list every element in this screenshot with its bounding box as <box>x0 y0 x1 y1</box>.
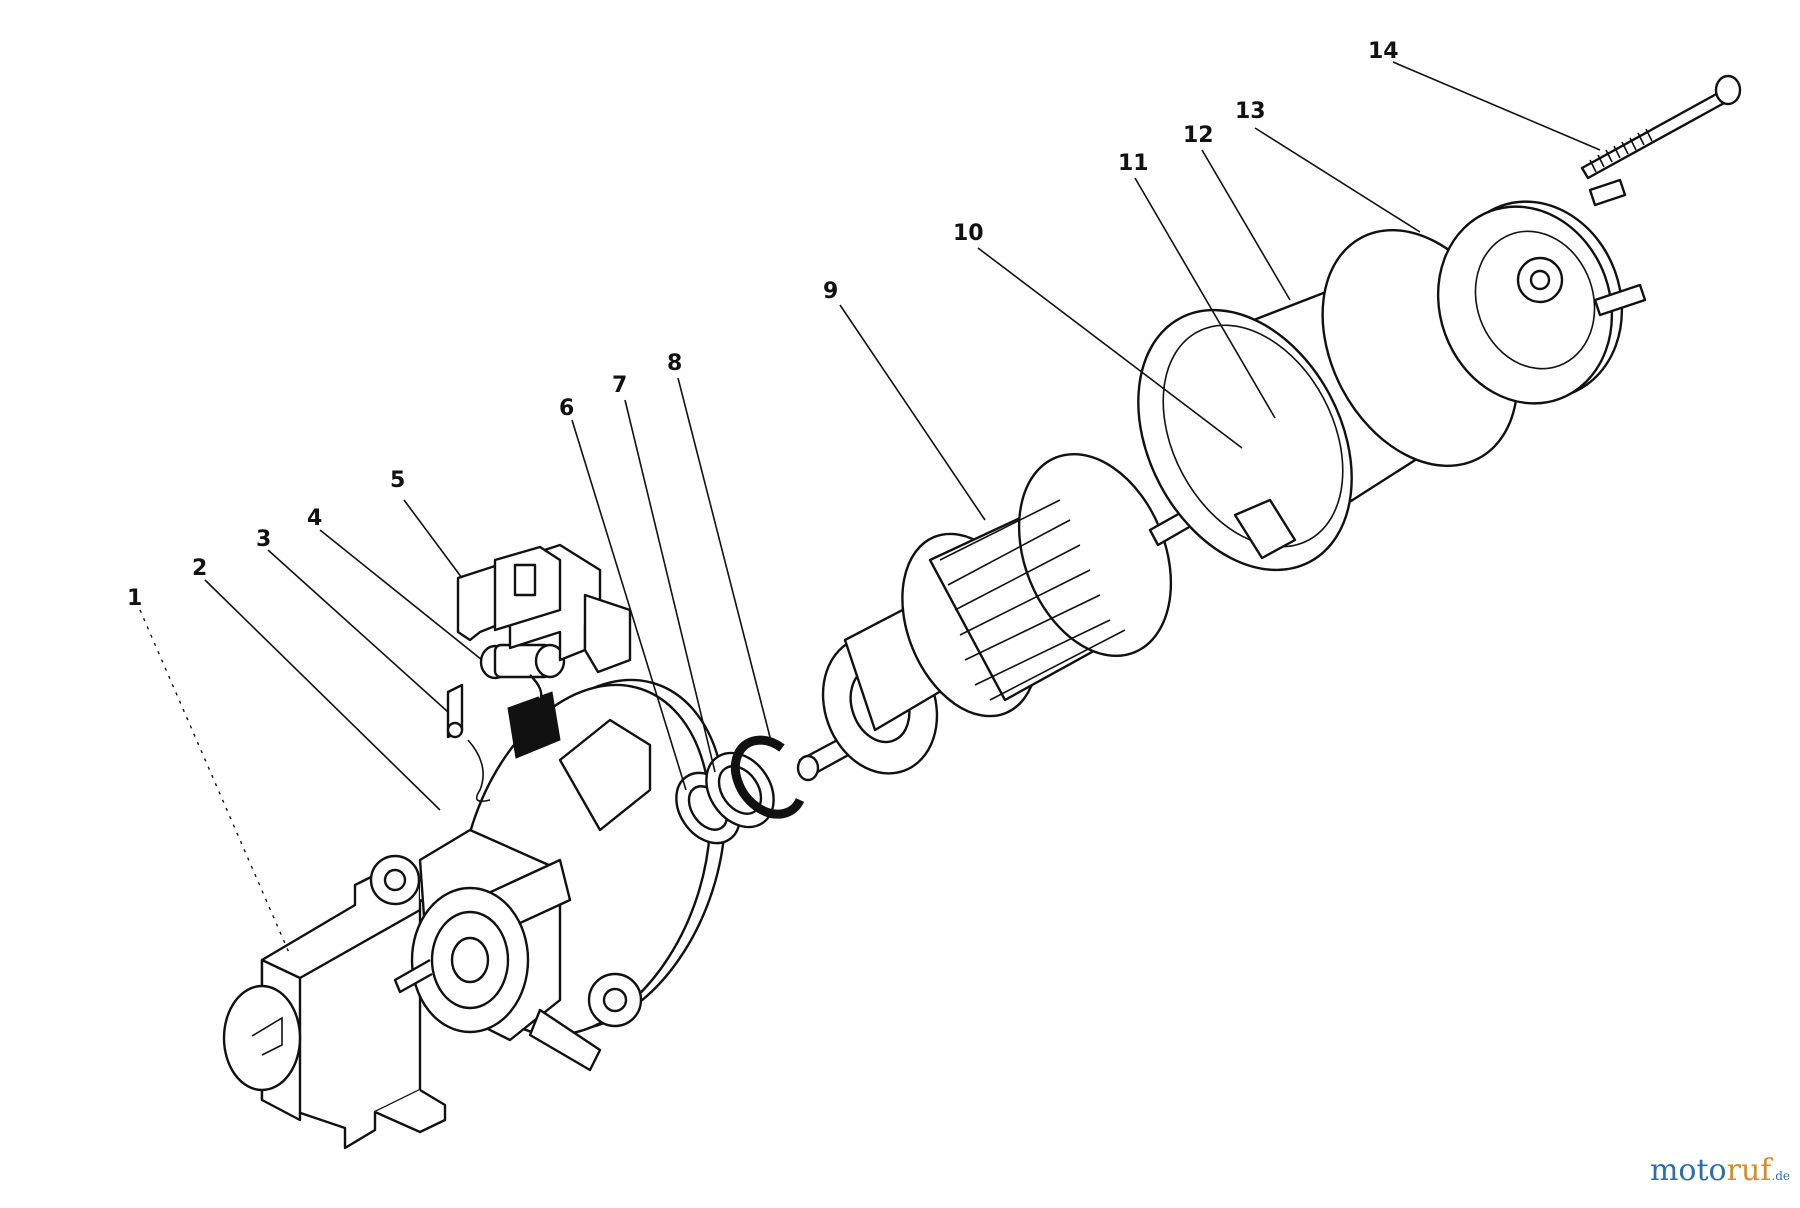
leader-7 <box>624 399 716 773</box>
leader-13 <box>1254 127 1421 233</box>
callout-14: 14 <box>1368 39 1399 64</box>
leader-4 <box>319 529 483 661</box>
leader-3 <box>267 549 449 713</box>
part-4-brush-spring <box>479 643 566 759</box>
callout-10: 10 <box>953 221 984 246</box>
leader-12 <box>1201 149 1291 301</box>
part-9-armature <box>796 452 1238 782</box>
part-2-end-housing <box>369 678 727 1072</box>
leader-10 <box>977 247 1243 449</box>
part-8-retaining-ring <box>730 735 805 819</box>
callout-labels: 1 2 3 4 5 6 7 8 9 10 11 12 13 14 <box>127 39 1399 611</box>
leader-11 <box>1134 177 1276 419</box>
leader-6 <box>571 419 687 791</box>
part-3-brush-lead <box>446 683 491 803</box>
part-5-brush-holder <box>456 543 632 674</box>
callout-5: 5 <box>390 468 405 493</box>
part-13-end-cap <box>1436 178 1647 405</box>
leader-14 <box>1392 61 1601 151</box>
callout-4: 4 <box>307 506 322 531</box>
watermark-logo: motoruf.de <box>1649 1153 1790 1188</box>
leader-9 <box>839 304 986 521</box>
callout-6: 6 <box>559 396 574 421</box>
callout-13: 13 <box>1235 99 1266 124</box>
leader-8 <box>677 377 773 746</box>
callout-1: 1 <box>127 586 142 611</box>
leader-5 <box>403 499 463 579</box>
callout-8: 8 <box>667 351 682 376</box>
leader-2 <box>204 579 441 811</box>
callout-3: 3 <box>256 527 271 552</box>
callout-11: 11 <box>1118 151 1149 176</box>
leader-lines <box>139 61 1601 956</box>
callout-12: 12 <box>1183 123 1214 148</box>
callout-9: 9 <box>823 279 838 304</box>
callout-7: 7 <box>612 373 627 398</box>
part-14-through-bolt <box>1580 74 1742 180</box>
callout-2: 2 <box>192 556 207 581</box>
leader-1 <box>139 609 291 956</box>
